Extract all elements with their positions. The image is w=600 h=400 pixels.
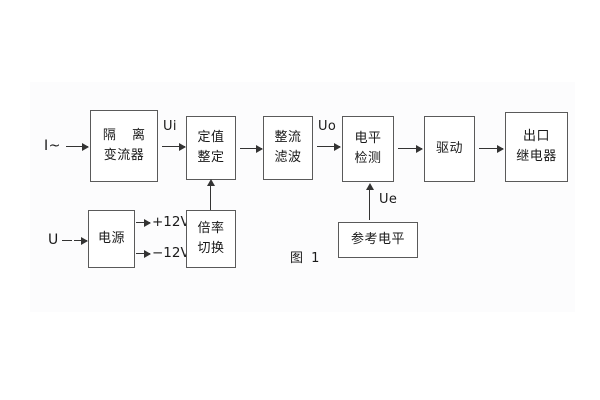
rail-positive-label: +12V — [152, 214, 190, 230]
block-output-line-2: 继电器 — [516, 149, 557, 164]
arrow-driver-to-output — [479, 144, 504, 153]
signal-label-ue: Ue — [379, 192, 398, 207]
block-output-line-1: 出口 — [522, 128, 550, 144]
block-level-detection: 电平 检测 — [342, 116, 394, 182]
block-isolation-line-1: 隔 离 — [102, 127, 152, 143]
arrow-setting-to-rectifier — [240, 144, 263, 153]
block-power-line-1: 电源 — [97, 230, 125, 246]
block-level-line-1: 电平 — [354, 130, 382, 146]
block-multiplier-switch: 倍率 切换 — [186, 210, 236, 268]
block-rectifier-filter: 整流 滤波 — [263, 116, 313, 180]
block-reference-level: 参考电平 — [338, 222, 418, 258]
block-power-supply: 电源 — [88, 210, 135, 268]
block-rectifier-line-1: 整流 — [274, 129, 302, 145]
input-voltage-label: U — [48, 232, 59, 248]
arrow-input-voltage-to-power — [74, 236, 88, 245]
block-setting-value: 定值 整定 — [186, 116, 236, 180]
input-current-label: I~ — [44, 138, 61, 154]
arrow-reference-to-level — [365, 183, 374, 220]
block-isolation-line-2: 变流器 — [103, 148, 145, 163]
block-multiplier-line-2: 切换 — [197, 241, 225, 256]
arrow-input-current-to-isolation — [66, 142, 89, 151]
arrow-rail-negative — [136, 249, 151, 258]
block-output-relay: 出口 继电器 — [505, 112, 568, 182]
arrow-multiplier-to-setting — [206, 179, 215, 210]
rail-negative-label: −12V — [152, 245, 190, 261]
lead-input-voltage — [62, 240, 72, 241]
block-driver: 驱动 — [424, 116, 475, 182]
block-rectifier-line-2: 滤波 — [274, 150, 302, 165]
block-multiplier-line-1: 倍率 — [197, 220, 225, 236]
figure-caption: 图 1 — [290, 251, 322, 266]
signal-label-uo: Uo — [318, 119, 337, 134]
arrow-rectifier-to-level — [317, 142, 341, 151]
block-isolation-transformer: 隔 离 变流器 — [90, 110, 158, 182]
arrow-level-to-driver — [398, 144, 423, 153]
block-driver-line-1: 驱动 — [435, 140, 463, 156]
arrow-rail-positive — [136, 218, 151, 227]
arrow-isolation-to-setting — [162, 142, 186, 151]
signal-label-ui: Ui — [163, 119, 177, 134]
block-setting-line-1: 定值 — [197, 129, 225, 145]
block-level-line-2: 检测 — [354, 151, 382, 166]
block-setting-line-2: 整定 — [197, 150, 225, 165]
block-reference-line-1: 参考电平 — [350, 231, 405, 247]
